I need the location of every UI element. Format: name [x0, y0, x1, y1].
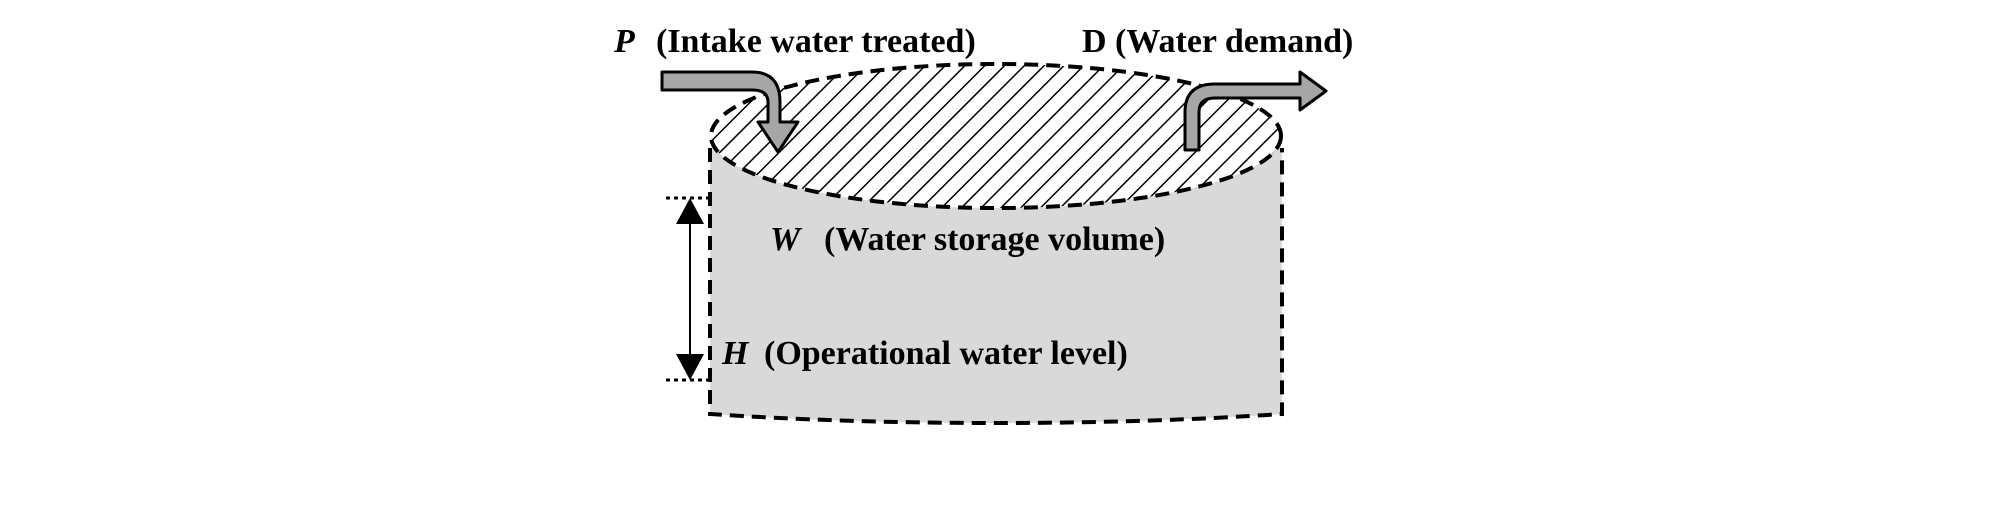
level-label: (Operational water level): [764, 335, 1128, 372]
storage-label: (Water storage volume): [824, 221, 1165, 258]
tank-body-outline: [708, 148, 1284, 426]
level-arrow-down-icon: [676, 354, 704, 380]
storage-symbol: W: [770, 221, 803, 258]
intake-symbol: P: [613, 23, 635, 60]
intake-arrow: [660, 70, 800, 154]
tank-body: [710, 148, 1282, 424]
water-surface-hatch: [709, 62, 1283, 210]
demand-arrow: [1183, 70, 1328, 152]
demand-label: D (Water demand): [1082, 23, 1353, 60]
intake-label: (Intake water treated): [656, 23, 976, 60]
level-symbol: H: [721, 335, 750, 372]
level-arrow-up-icon: [676, 198, 704, 224]
